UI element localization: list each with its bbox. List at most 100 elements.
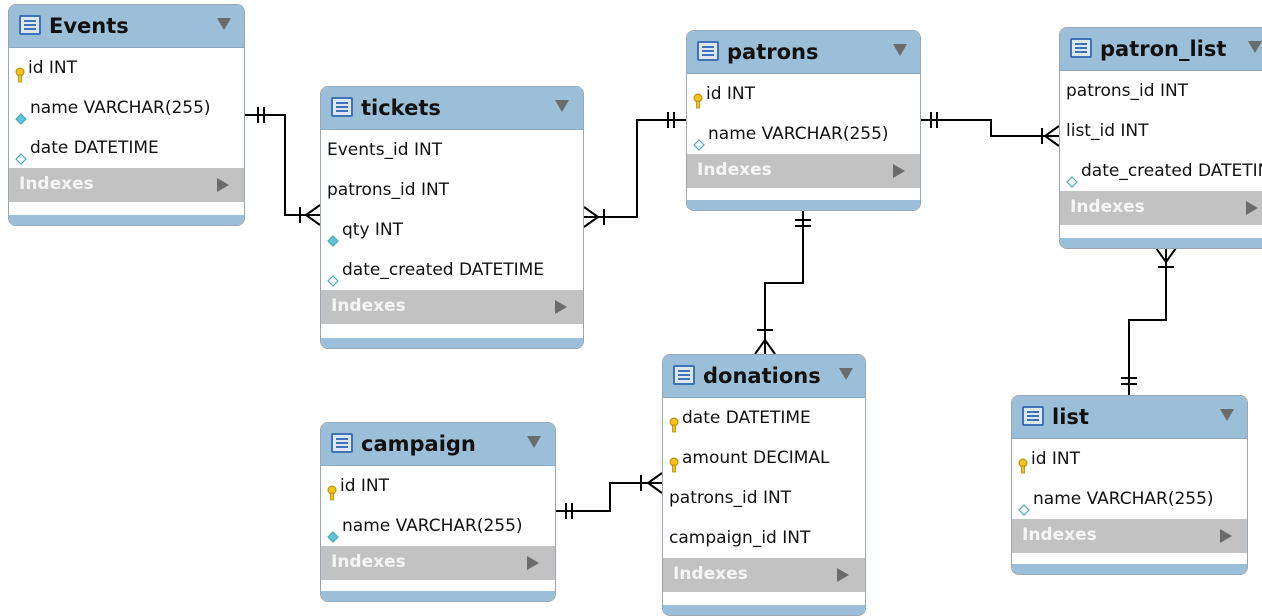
column-label: id INT xyxy=(340,476,390,496)
key-icon xyxy=(327,476,337,501)
expand-arrow-icon[interactable] xyxy=(217,178,229,192)
table-menu-icon[interactable] xyxy=(1248,41,1262,53)
indexes-section[interactable]: Indexes xyxy=(1060,191,1262,225)
indexes-label: Indexes xyxy=(331,552,406,572)
column-row[interactable]: patrons_id INT xyxy=(321,170,583,210)
table-patron-list[interactable]: patron_list patrons_id INT list_id INT d… xyxy=(1059,27,1262,249)
key-icon xyxy=(15,58,25,83)
table-header[interactable]: patrons xyxy=(687,31,920,74)
hollow-diamond-icon xyxy=(15,140,27,165)
column-row[interactable]: date_created DATETIME xyxy=(321,250,583,290)
column-row[interactable]: list_id INT xyxy=(1060,111,1262,151)
table-list[interactable]: list id INT name VARCHAR(255) Indexes xyxy=(1011,395,1248,575)
table-header[interactable]: donations xyxy=(663,355,865,398)
table-menu-icon[interactable] xyxy=(217,18,231,30)
indexes-label: Indexes xyxy=(331,296,406,316)
table-header[interactable]: campaign xyxy=(321,423,555,466)
column-row[interactable]: id INT xyxy=(9,48,244,88)
expand-arrow-icon[interactable] xyxy=(893,164,905,178)
table-footer xyxy=(9,215,244,225)
indexes-section[interactable]: Indexes xyxy=(321,546,555,580)
indexes-label: Indexes xyxy=(19,174,94,194)
table-menu-icon[interactable] xyxy=(1220,409,1234,421)
column-row[interactable]: patrons_id INT xyxy=(663,478,865,518)
table-menu-icon[interactable] xyxy=(527,436,541,448)
table-header[interactable]: tickets xyxy=(321,87,583,130)
column-label: date DATETIME xyxy=(30,138,159,158)
table-title: Events xyxy=(49,14,129,38)
column-row[interactable]: patrons_id INT xyxy=(1060,71,1262,111)
column-row[interactable]: id INT xyxy=(687,74,920,114)
indexes-label: Indexes xyxy=(1070,197,1145,217)
column-label: date DATETIME xyxy=(682,408,811,428)
expand-arrow-icon[interactable] xyxy=(1220,529,1232,543)
column-label: campaign_id INT xyxy=(669,528,811,548)
table-events[interactable]: Events id INT name VARCHAR(255) date DAT… xyxy=(8,4,245,226)
table-footer xyxy=(321,591,555,601)
table-header[interactable]: list xyxy=(1012,396,1247,439)
key-icon xyxy=(1018,449,1028,474)
hollow-diamond-icon xyxy=(1018,491,1030,516)
expand-arrow-icon[interactable] xyxy=(1246,201,1258,215)
column-label: patrons_id INT xyxy=(327,180,450,200)
relationship-patrons-tickets[interactable] xyxy=(583,112,686,228)
table-icon xyxy=(697,41,719,61)
table-header[interactable]: patron_list xyxy=(1060,28,1262,71)
table-donations[interactable]: donations date DATETIME amount DECIMAL p… xyxy=(662,354,866,616)
column-row[interactable]: name VARCHAR(255) xyxy=(687,114,920,154)
relationship-campaign-donations[interactable] xyxy=(556,472,663,519)
filled-diamond-icon xyxy=(15,100,27,125)
column-row[interactable]: date DATETIME xyxy=(9,128,244,168)
column-row[interactable]: date DATETIME xyxy=(663,398,865,438)
column-label: id INT xyxy=(1031,449,1081,469)
key-icon xyxy=(669,448,679,473)
table-footer xyxy=(687,200,920,210)
column-row[interactable]: date_created DATETIME xyxy=(1060,151,1262,191)
relationship-patrons-patron-list[interactable] xyxy=(921,112,1060,147)
expand-arrow-icon[interactable] xyxy=(555,300,567,314)
table-footer xyxy=(663,605,865,615)
indexes-section[interactable]: Indexes xyxy=(1012,519,1247,553)
indexes-section[interactable]: Indexes xyxy=(687,154,920,188)
indexes-section[interactable]: Indexes xyxy=(663,558,865,592)
column-label: Events_id INT xyxy=(327,140,443,160)
table-tickets[interactable]: tickets Events_id INT patrons_id INT qty… xyxy=(320,86,584,349)
column-label: id INT xyxy=(706,84,756,104)
column-row[interactable]: Events_id INT xyxy=(321,130,583,170)
table-icon xyxy=(1070,38,1092,58)
hollow-diamond-icon xyxy=(327,262,339,287)
relationship-events-tickets[interactable] xyxy=(245,107,321,226)
indexes-section[interactable]: Indexes xyxy=(9,168,244,202)
column-row[interactable]: qty INT xyxy=(321,210,583,250)
column-label: qty INT xyxy=(342,220,404,240)
relationship-list-patron-list[interactable] xyxy=(1121,247,1177,395)
column-row[interactable]: name VARCHAR(255) xyxy=(321,506,555,546)
table-menu-icon[interactable] xyxy=(555,100,569,112)
column-label: date_created DATETIME xyxy=(342,260,545,280)
table-title: patron_list xyxy=(1100,37,1227,61)
column-row[interactable]: id INT xyxy=(1012,439,1247,479)
relationship-patrons-donations[interactable] xyxy=(754,210,811,355)
column-row[interactable]: id INT xyxy=(321,466,555,506)
table-footer xyxy=(1012,564,1247,574)
column-label: name VARCHAR(255) xyxy=(1033,489,1214,509)
column-label: name VARCHAR(255) xyxy=(342,516,523,536)
column-row[interactable]: name VARCHAR(255) xyxy=(1012,479,1247,519)
column-row[interactable]: campaign_id INT xyxy=(663,518,865,558)
table-patrons[interactable]: patrons id INT name VARCHAR(255) Indexes xyxy=(686,30,921,211)
expand-arrow-icon[interactable] xyxy=(837,568,849,582)
hollow-diamond-icon xyxy=(693,126,705,151)
column-row[interactable]: name VARCHAR(255) xyxy=(9,88,244,128)
table-footer xyxy=(321,338,583,348)
table-icon xyxy=(331,97,353,117)
column-row[interactable]: amount DECIMAL xyxy=(663,438,865,478)
indexes-section[interactable]: Indexes xyxy=(321,290,583,324)
table-menu-icon[interactable] xyxy=(839,368,853,380)
expand-arrow-icon[interactable] xyxy=(527,556,539,570)
table-title: tickets xyxy=(361,96,441,120)
column-label: name VARCHAR(255) xyxy=(708,124,889,144)
indexes-label: Indexes xyxy=(673,564,748,584)
table-campaign[interactable]: campaign id INT name VARCHAR(255) Indexe… xyxy=(320,422,556,602)
table-menu-icon[interactable] xyxy=(893,44,907,56)
table-header[interactable]: Events xyxy=(9,5,244,48)
